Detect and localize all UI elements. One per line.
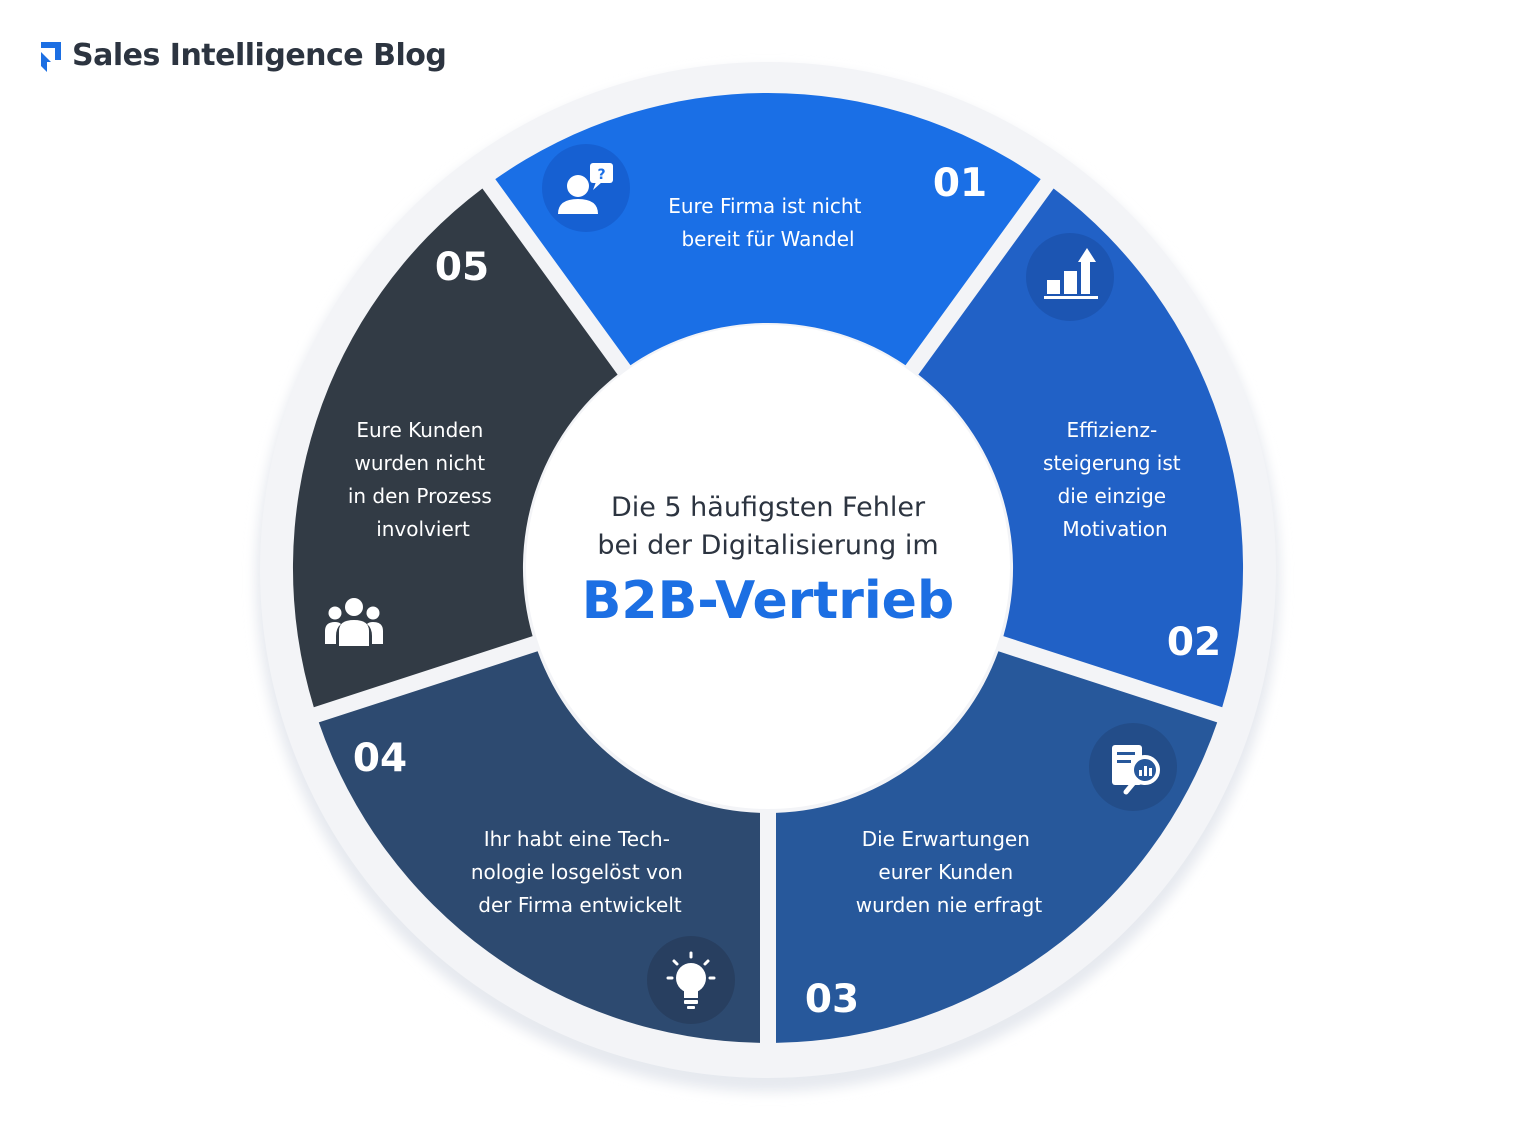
segment-04-line-2: nologie losgelöst von	[471, 860, 683, 884]
lightbulb-icon	[666, 951, 716, 1009]
segment-04-line-1: Ihr habt eine Tech-	[484, 827, 670, 851]
segment-05: 05 Eure Kunden wurden nicht in den Proze…	[292, 188, 618, 708]
segment-02-line-2: steigerung ist	[1043, 451, 1181, 475]
segment-02-line-1: Effizienz-	[1066, 418, 1157, 442]
segment-04-text: Ihr habt eine Tech- nologie losgelöst vo…	[471, 827, 689, 917]
segment-05-line-2: wurden nicht	[354, 451, 485, 475]
segment-03-text: Die Erwartungen eurer Kunden wurden nie …	[856, 827, 1043, 917]
segment-02-line-3: die einzige	[1058, 484, 1167, 508]
segment-05-line-3: in den Prozess	[348, 484, 492, 508]
segment-03: 03 Die Erwartungen eurer Kunden wurden n…	[776, 651, 1218, 1043]
segment-03-line-2: eurer Kunden	[878, 860, 1013, 884]
segment-01-number: 01	[933, 161, 987, 206]
segment-01-shape	[495, 93, 1041, 366]
segment-05-line-4: involviert	[376, 517, 470, 541]
segment-03-line-3: wurden nie erfragt	[856, 893, 1043, 917]
segment-05-line-1: Eure Kunden	[356, 418, 483, 442]
segment-01: ? 01 Eure Firma ist nicht bereit für Wan…	[495, 93, 1041, 366]
segment-05-shape	[292, 188, 618, 708]
segment-05-text: Eure Kunden wurden nicht in den Prozess …	[348, 418, 498, 541]
report-search-icon	[1112, 745, 1160, 795]
svg-text:?: ?	[597, 167, 605, 183]
team-icon	[325, 598, 383, 646]
brand: Sales Intelligence Blog	[38, 38, 447, 73]
segment-01-line-1: Eure Firma ist nicht	[668, 194, 861, 218]
segment-03-line-1: Die Erwartungen	[862, 827, 1030, 851]
segment-02: 02 Effizienz- steigerung ist die einzige…	[918, 188, 1244, 708]
segment-01-line-2: bereit für Wandel	[681, 227, 854, 251]
segment-02-number: 02	[1167, 620, 1221, 665]
arrow-logo-icon	[41, 41, 61, 72]
segment-03-number: 03	[805, 977, 859, 1022]
segment-01-text: Eure Firma ist nicht bereit für Wandel	[668, 194, 868, 251]
segment-04-number: 04	[353, 736, 407, 781]
center-title-highlight: B2B-Vertrieb	[582, 571, 954, 631]
center-title-line-1: Die 5 häufigsten Fehler	[611, 492, 926, 523]
segment-04: 04 Ihr habt eine Tech- nologie losgelöst…	[318, 651, 760, 1043]
center-title-line-2: bei der Digitalisierung im	[597, 530, 938, 561]
center-circle	[526, 325, 1010, 809]
person-question-icon: ?	[558, 163, 613, 214]
segment-02-shape	[918, 188, 1244, 708]
growth-chart-icon	[1044, 248, 1098, 299]
segment-04-shape	[318, 651, 760, 1043]
segment-05-number: 05	[435, 245, 489, 290]
segment-04-line-3: der Firma entwickelt	[478, 893, 682, 917]
segment-02-line-4: Motivation	[1062, 517, 1167, 541]
brand-name: Sales Intelligence Blog	[72, 38, 447, 73]
segment-02-text: Effizienz- steigerung ist die einzige Mo…	[1043, 418, 1187, 541]
